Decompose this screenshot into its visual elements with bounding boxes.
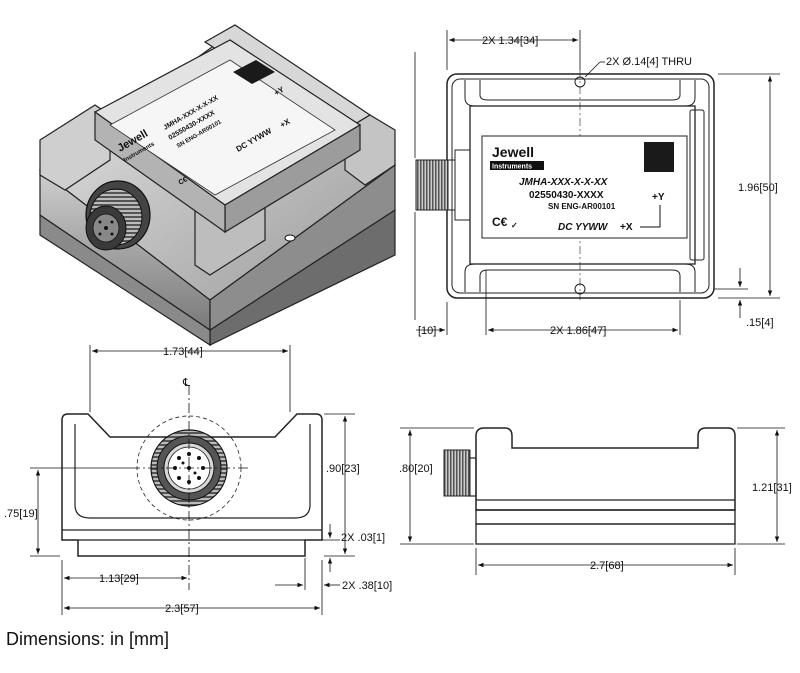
dim-hole-diameter: 2X Ø.14[4] THRU bbox=[606, 56, 692, 68]
top-view-label: Jewell Instruments JMHA-XXX-X-X-XX 02550… bbox=[481, 135, 688, 239]
dim-hole-spacing: 2X 1.34[34] bbox=[482, 35, 538, 47]
dim-side-connector-height: .80[20] bbox=[399, 463, 433, 475]
top-label-date-code: DC YYWW bbox=[558, 222, 609, 233]
top-label-brand-sub: Instruments bbox=[492, 164, 532, 171]
dim-connector-height: .75[19] bbox=[4, 508, 38, 520]
dim-side-length: 2.7[68] bbox=[590, 560, 624, 572]
isometric-render bbox=[38, 24, 397, 347]
dim-top-height: 1.96[50] bbox=[738, 182, 778, 194]
top-label-model: JMHA-XXX-X-X-XX bbox=[519, 177, 609, 188]
side-view-dimensions bbox=[400, 427, 785, 575]
top-label-ce-mark: C€ bbox=[492, 215, 508, 229]
top-label-serial: SN ENG-AR00101 bbox=[548, 202, 616, 211]
dim-foot-width: 2X .38[10] bbox=[342, 580, 392, 592]
top-label-axis-lines bbox=[640, 205, 661, 228]
dim-front-width: 2.3[57] bbox=[165, 603, 199, 615]
dimensions-caption: Dimensions: in [mm] bbox=[6, 629, 169, 649]
dim-offset-bottom: .15[4] bbox=[746, 317, 774, 329]
dim-foot: 2X .03[1] bbox=[341, 532, 385, 544]
top-label-part: 02550430-XXXX bbox=[529, 190, 604, 201]
dim-front-width-top: 1.73[44] bbox=[163, 346, 203, 358]
side-view bbox=[467, 427, 736, 545]
dim-hole-spacing-x: 2X 1.86[47] bbox=[550, 325, 606, 337]
front-view-dimensions bbox=[30, 345, 355, 615]
top-label-axis-y: +Y bbox=[652, 192, 665, 203]
dim-connector-offset: 1.13[29] bbox=[99, 573, 139, 585]
top-view-connector bbox=[415, 159, 449, 211]
top-label-check-mark: ✓ bbox=[511, 221, 518, 230]
top-label-brand: Jewell bbox=[492, 144, 534, 160]
dim-centerline: ℄ bbox=[182, 377, 190, 389]
side-view-connector bbox=[443, 449, 471, 497]
iso-ce-mark: C€ bbox=[178, 176, 189, 187]
dim-side-height: 1.21[31] bbox=[752, 482, 792, 494]
top-label-axis-x: +X bbox=[620, 222, 633, 233]
dim-offset-left: [10] bbox=[418, 325, 436, 337]
top-view-dimensions bbox=[414, 30, 780, 335]
dim-front-height: .90[23] bbox=[326, 463, 360, 475]
